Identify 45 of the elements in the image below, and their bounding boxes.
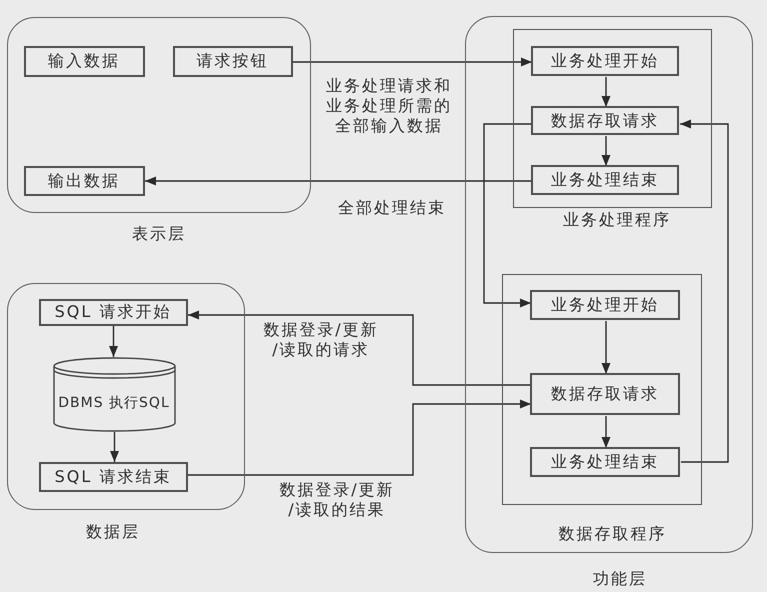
process-label: SQL 请求开始 <box>54 302 172 322</box>
edge-label: 全部处理结束 <box>338 198 446 218</box>
process-label: 输入数据 <box>48 51 120 71</box>
process-label: 业务处理结束 <box>551 170 659 190</box>
edge-label: 数据登录/更新/读取的请求 <box>262 320 380 360</box>
process-label: 输出数据 <box>48 170 120 190</box>
database-cylinder <box>52 356 176 432</box>
process-box <box>24 46 144 76</box>
frame-label: 数据存取程序 <box>558 524 666 544</box>
arrow <box>483 123 532 308</box>
process-label: 请求按钮 <box>196 51 268 71</box>
arrow <box>110 432 119 462</box>
edge-label: 数据登录/更新/读取的结果 <box>278 480 396 520</box>
process-label: SQL 请求结束 <box>54 466 172 486</box>
arrow <box>602 77 610 107</box>
process-box <box>531 165 679 195</box>
process-box <box>38 298 188 326</box>
frame-label: 业务处理程序 <box>563 210 671 230</box>
process-box <box>531 106 679 135</box>
edge-label: 业务处理请求和业务处理所需的全部输入数据 <box>325 76 453 136</box>
process-box <box>531 46 679 76</box>
layer-label: 功能层 <box>593 569 647 589</box>
process-box <box>530 447 680 477</box>
layer-label: 数据层 <box>86 522 140 542</box>
process-box <box>38 462 188 492</box>
arrow <box>109 326 118 357</box>
process-label: 业务处理开始 <box>551 51 659 71</box>
arrow <box>145 176 532 186</box>
process-label: 数据存取请求 <box>551 110 659 130</box>
cylinder-label: DBMS 执行SQL <box>58 394 170 412</box>
arrow <box>602 136 610 166</box>
arrow <box>602 321 610 374</box>
process-label: 数据存取请求 <box>551 384 659 404</box>
layer-label: 表示层 <box>132 224 186 244</box>
arrow <box>188 310 531 386</box>
process-label: 业务处理开始 <box>551 295 659 315</box>
process-box <box>530 290 680 320</box>
process-box <box>172 46 292 76</box>
process-box <box>530 373 680 415</box>
arrow <box>293 58 532 66</box>
process-label: 业务处理结束 <box>551 452 659 472</box>
arrow <box>188 400 531 476</box>
arrow <box>680 120 729 463</box>
process-box <box>24 166 144 196</box>
arrow <box>602 416 610 448</box>
